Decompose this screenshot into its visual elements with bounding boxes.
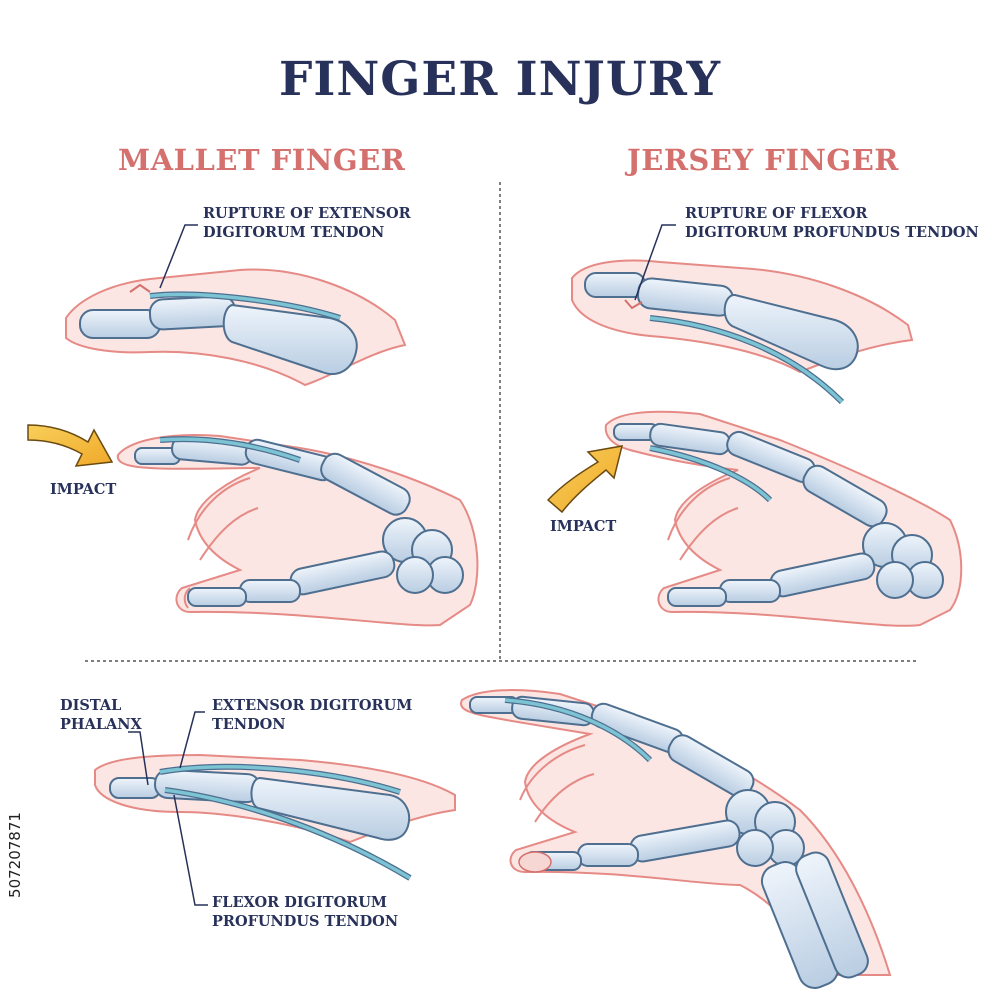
jersey-rupture-leader xyxy=(634,224,676,301)
stock-id-watermark: 507207871 xyxy=(6,812,24,898)
normal-finger-anatomy xyxy=(94,753,456,881)
mallet-impact-label: IMPACT xyxy=(50,481,117,498)
extensor-tendon-label: EXTENSOR DIGITORUM TENDON xyxy=(212,697,413,733)
mallet-impact-arrow xyxy=(27,424,114,467)
distal-phalanx-label: DISTAL PHALANX xyxy=(60,697,142,733)
distal-phalanx-leader xyxy=(128,731,149,786)
jersey-rupture-label: RUPTURE OF FLEXOR DIGITORUM PROFUNDUS TE… xyxy=(685,205,979,241)
mallet-finger-closeup xyxy=(65,268,407,387)
mallet-rupture-label: RUPTURE OF EXTENSOR DIGITORUM TENDON xyxy=(203,205,411,241)
page-title: FINGER INJURY xyxy=(278,52,722,107)
jersey-finger-closeup xyxy=(571,259,914,405)
normal-hand-anatomy xyxy=(460,689,892,989)
jersey-hand-illustration xyxy=(604,410,963,627)
mallet-rupture-leader xyxy=(159,224,198,289)
jersey-impact-arrow xyxy=(546,445,624,514)
jersey-finger-heading: JERSEY FINGER xyxy=(627,143,899,177)
jersey-impact-label: IMPACT xyxy=(550,518,617,535)
flexor-tendon-label: FLEXOR DIGITORUM PROFUNDUS TENDON xyxy=(212,894,399,930)
mallet-finger-heading: MALLET FINGER xyxy=(118,143,406,177)
flexor-tendon-leader xyxy=(173,794,208,906)
extensor-tendon-leader xyxy=(179,711,205,769)
mallet-hand-illustration xyxy=(116,433,479,627)
